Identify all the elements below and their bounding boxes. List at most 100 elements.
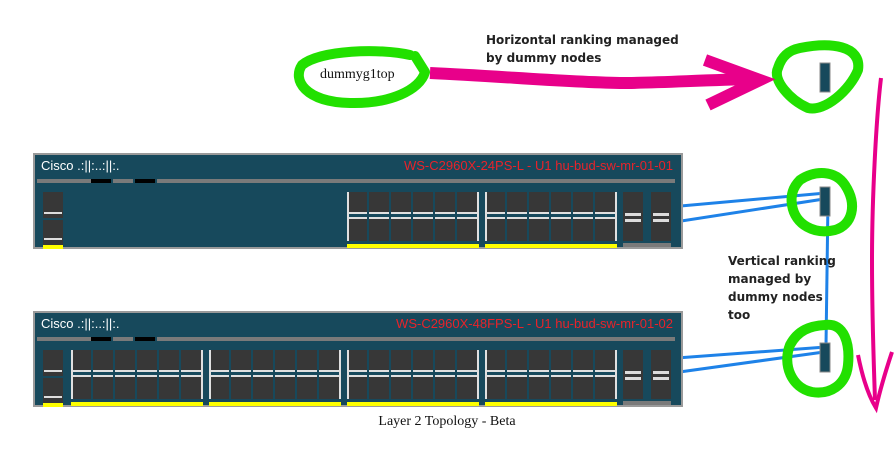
ethernet-port[interactable] bbox=[507, 192, 527, 214]
ethernet-port[interactable] bbox=[529, 192, 549, 214]
console-port[interactable] bbox=[43, 220, 63, 246]
console-port[interactable] bbox=[43, 350, 63, 376]
ethernet-port[interactable] bbox=[275, 375, 295, 399]
ethernet-port[interactable] bbox=[507, 350, 527, 372]
ethernet-port[interactable] bbox=[319, 350, 339, 372]
console-port[interactable] bbox=[43, 192, 63, 218]
port-latch bbox=[391, 370, 411, 372]
ethernet-port[interactable] bbox=[457, 350, 477, 372]
ethernet-port[interactable] bbox=[551, 375, 571, 399]
ethernet-port[interactable] bbox=[115, 350, 135, 372]
ethernet-port[interactable] bbox=[413, 192, 433, 214]
ethernet-port[interactable] bbox=[507, 375, 527, 399]
ethernet-port[interactable] bbox=[435, 192, 455, 214]
ethernet-port[interactable] bbox=[529, 375, 549, 399]
ethernet-port[interactable] bbox=[573, 217, 593, 241]
ethernet-port[interactable] bbox=[369, 192, 389, 214]
ethernet-port[interactable] bbox=[253, 350, 273, 372]
ethernet-port[interactable] bbox=[435, 350, 455, 372]
ethernet-port[interactable] bbox=[573, 192, 593, 214]
ethernet-port[interactable] bbox=[551, 350, 571, 372]
ethernet-port[interactable] bbox=[435, 375, 455, 399]
ethernet-port[interactable] bbox=[595, 375, 615, 399]
ethernet-port[interactable] bbox=[391, 192, 411, 214]
ethernet-port[interactable] bbox=[413, 217, 433, 241]
ethernet-port[interactable] bbox=[391, 217, 411, 241]
uplink-port[interactable] bbox=[651, 350, 671, 399]
ethernet-port[interactable] bbox=[573, 375, 593, 399]
ethernet-port[interactable] bbox=[551, 192, 571, 214]
switch-stripe-segment bbox=[135, 179, 155, 183]
ethernet-port[interactable] bbox=[485, 350, 505, 372]
switch-2[interactable]: Cisco .:||:..:||:. WS-C2960X-48FPS-L - U… bbox=[33, 311, 683, 407]
ethernet-port[interactable] bbox=[181, 350, 201, 372]
ethernet-port[interactable] bbox=[595, 192, 615, 214]
ethernet-port[interactable] bbox=[297, 350, 317, 372]
ethernet-port[interactable] bbox=[347, 192, 367, 214]
ethernet-port[interactable] bbox=[347, 350, 367, 372]
ethernet-port[interactable] bbox=[457, 192, 477, 214]
ethernet-port[interactable] bbox=[369, 375, 389, 399]
ethernet-port[interactable] bbox=[529, 217, 549, 241]
ethernet-port[interactable] bbox=[71, 375, 91, 399]
ethernet-port[interactable] bbox=[93, 375, 113, 399]
ethernet-port[interactable] bbox=[369, 217, 389, 241]
ethernet-port[interactable] bbox=[485, 192, 505, 214]
port-group-edge bbox=[347, 350, 349, 399]
ethernet-port[interactable] bbox=[231, 375, 251, 399]
port-group-led-bar bbox=[347, 244, 479, 248]
ethernet-port[interactable] bbox=[71, 350, 91, 372]
port-latch bbox=[435, 217, 455, 219]
port-latch bbox=[529, 212, 549, 214]
ethernet-port[interactable] bbox=[595, 217, 615, 241]
ethernet-port[interactable] bbox=[159, 350, 179, 372]
uplink-port[interactable] bbox=[623, 192, 643, 241]
ethernet-port[interactable] bbox=[115, 375, 135, 399]
dummy-node-mid bbox=[819, 186, 831, 217]
ethernet-port[interactable] bbox=[137, 350, 157, 372]
port-group-edge bbox=[339, 350, 341, 399]
uplink-port[interactable] bbox=[623, 350, 643, 399]
port-latch bbox=[159, 370, 179, 372]
ethernet-port[interactable] bbox=[529, 350, 549, 372]
ethernet-port[interactable] bbox=[347, 375, 367, 399]
ethernet-port[interactable] bbox=[413, 350, 433, 372]
ethernet-port[interactable] bbox=[297, 375, 317, 399]
ethernet-port[interactable] bbox=[275, 350, 295, 372]
ethernet-port[interactable] bbox=[159, 375, 179, 399]
ethernet-port[interactable] bbox=[435, 217, 455, 241]
highlight-circle-dummy-mid bbox=[786, 168, 858, 237]
port-latch bbox=[595, 212, 615, 214]
ethernet-port[interactable] bbox=[595, 350, 615, 372]
ethernet-port[interactable] bbox=[457, 375, 477, 399]
ethernet-port[interactable] bbox=[457, 217, 477, 241]
ethernet-port[interactable] bbox=[391, 375, 411, 399]
switch-stripe-segment bbox=[157, 179, 675, 183]
ethernet-port[interactable] bbox=[391, 350, 411, 372]
ethernet-port[interactable] bbox=[181, 375, 201, 399]
ethernet-port[interactable] bbox=[347, 217, 367, 241]
ethernet-port[interactable] bbox=[137, 375, 157, 399]
ethernet-port[interactable] bbox=[507, 217, 527, 241]
console-port[interactable] bbox=[43, 378, 63, 404]
uplink-latch bbox=[625, 219, 641, 222]
port-latch bbox=[507, 375, 527, 377]
ethernet-port[interactable] bbox=[209, 375, 229, 399]
vertical-arrow-head bbox=[856, 351, 894, 414]
uplink-port[interactable] bbox=[651, 192, 671, 241]
ethernet-port[interactable] bbox=[413, 375, 433, 399]
port-latch bbox=[485, 212, 505, 214]
ethernet-port[interactable] bbox=[485, 217, 505, 241]
ethernet-port[interactable] bbox=[369, 350, 389, 372]
ethernet-port[interactable] bbox=[485, 375, 505, 399]
ethernet-port[interactable] bbox=[319, 375, 339, 399]
ethernet-port[interactable] bbox=[573, 350, 593, 372]
ethernet-port[interactable] bbox=[93, 350, 113, 372]
switch-1[interactable]: Cisco .:||:..:||:. WS-C2960X-24PS-L - U1… bbox=[33, 153, 683, 249]
ethernet-port[interactable] bbox=[209, 350, 229, 372]
switch-stripe-segment bbox=[37, 337, 91, 341]
ethernet-port[interactable] bbox=[231, 350, 251, 372]
port-latch bbox=[529, 370, 549, 372]
ethernet-port[interactable] bbox=[253, 375, 273, 399]
ethernet-port[interactable] bbox=[551, 217, 571, 241]
